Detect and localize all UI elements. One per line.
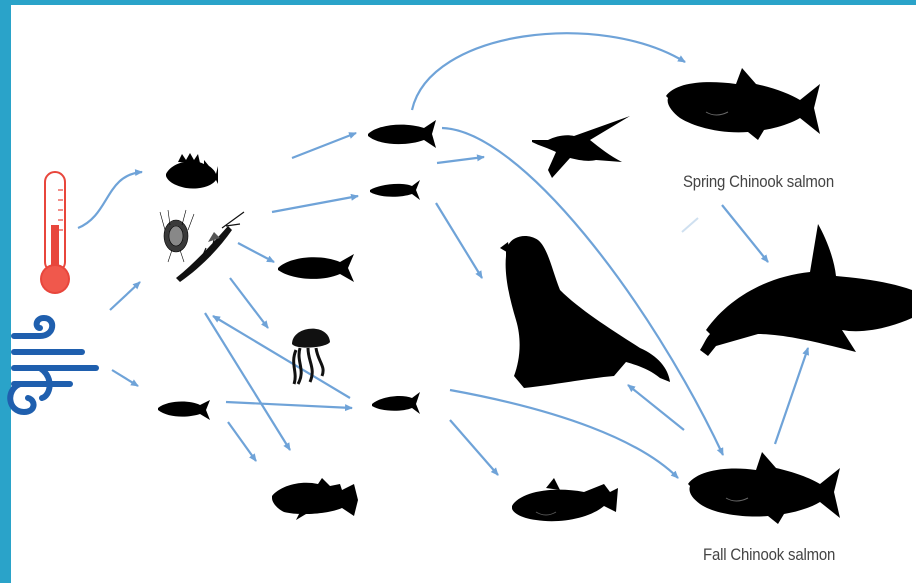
arrow-spring-to-orca <box>722 205 768 262</box>
faint-arrow-mark <box>682 218 698 232</box>
sea-lion-icon <box>500 236 670 388</box>
arrow-fall-to-orca <box>775 348 808 444</box>
arrow-forage-to-salmon <box>450 420 498 475</box>
sardine-icon <box>368 120 436 148</box>
orca-icon <box>700 224 912 356</box>
smelt-icon <box>370 180 420 200</box>
arrow-wind-to-zooplankton <box>110 282 140 310</box>
arrow-smelt-to-sealion <box>436 203 482 278</box>
thermometer-icon <box>40 172 70 294</box>
fall-chinook-salmon-label: Fall Chinook salmon <box>703 545 835 565</box>
spring-chinook-salmon-label: Spring Chinook salmon <box>683 172 834 192</box>
arrow-fall-to-sealion <box>628 385 684 430</box>
arrow-zoo-to-herring <box>238 243 274 262</box>
arrow-zoo-to-jellyfish <box>230 278 268 328</box>
seabird-icon <box>532 116 630 178</box>
arrow-anchovy-to-cod <box>228 422 256 461</box>
fall-chinook-salmon-icon <box>688 452 840 524</box>
jellyfish-icon <box>292 329 330 384</box>
rockfish-icon <box>166 153 218 189</box>
zooplankton-icon <box>160 210 244 282</box>
arrow-sardine-to-fall <box>442 128 723 455</box>
arrow-zoo-to-sardine <box>292 133 356 158</box>
cod-icon <box>272 478 358 520</box>
arrow-temp-to-rockfish <box>78 172 142 228</box>
herring-icon <box>278 254 354 282</box>
wind-icon <box>10 318 96 412</box>
forage-fish-icon <box>372 392 420 414</box>
spring-chinook-salmon-icon <box>666 68 820 140</box>
arrow-wind-to-anchovy <box>112 370 138 386</box>
arrow-sardine-to-spring <box>412 33 685 110</box>
arrow-zoo-to-cod <box>205 313 290 450</box>
arrow-anchovy-to-forage <box>226 402 352 408</box>
arrow-sardine-to-seabird <box>437 157 484 163</box>
salmon-icon <box>512 478 618 521</box>
arrow-zoo-to-smelt <box>272 196 358 212</box>
anchovy-icon <box>158 400 210 420</box>
arrow-forage-to-fall <box>450 390 678 478</box>
